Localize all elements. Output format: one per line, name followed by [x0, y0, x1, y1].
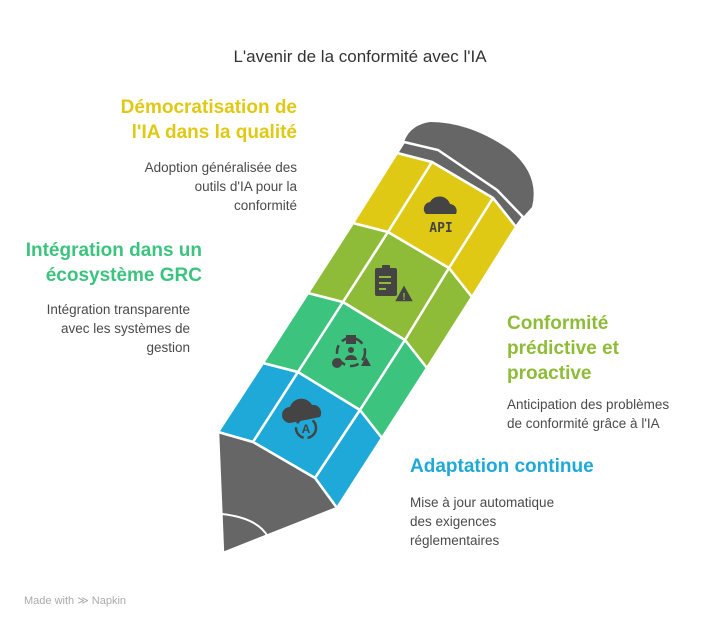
desc-line: Mise à jour automatique — [410, 495, 555, 510]
heading-line: Intégration dans un — [25, 240, 202, 261]
heading-conformite: Conformité prédictive et proactive — [507, 311, 619, 386]
ecosystem-icon — [332, 335, 371, 368]
heading-democratisation: Démocratisation de l'IA dans la qualité — [121, 95, 297, 145]
cloud-api-icon: API — [423, 196, 457, 236]
desc-adaptation: Mise à jour automatique des exigences ré… — [410, 493, 554, 550]
desc-line: avec les systèmes de — [60, 321, 190, 336]
svg-text:!: ! — [402, 292, 405, 303]
heading-line: prédictive et — [507, 338, 619, 359]
svg-text:API: API — [429, 221, 452, 236]
pencil-tip-arc — [221, 513, 269, 538]
pencil-segment — [447, 196, 518, 299]
heading-line: proactive — [507, 363, 592, 384]
desc-conformite: Anticipation des problèmes de conformité… — [507, 395, 669, 433]
desc-line: outils d'IA pour la — [194, 179, 297, 194]
desc-line: Adoption généralisée des — [144, 160, 297, 175]
page-title: L'avenir de la conformité avec l'IA — [233, 47, 487, 66]
heading-line: écosystème GRC — [45, 265, 202, 286]
desc-democratisation: Adoption généralisée des outils d'IA pou… — [145, 158, 297, 215]
clipboard-warning-icon: ! — [375, 265, 416, 303]
heading-line: Adaptation continue — [410, 456, 594, 477]
napkin-logo-icon: ≫ — [77, 595, 89, 607]
brand-label: Napkin — [91, 595, 127, 607]
heading-integration: Intégration dans un écosystème GRC — [26, 238, 202, 288]
desc-line: des exigences — [410, 514, 497, 529]
footer-credit: Made with ≫ Napkin — [24, 594, 126, 607]
desc-integration: Intégration transparente avec les systèm… — [47, 300, 190, 357]
desc-line: conformité — [233, 198, 297, 213]
heading-line: Conformité — [507, 313, 609, 334]
made-with-label: Made with — [24, 595, 75, 607]
heading-line: l'IA dans la qualité — [131, 122, 297, 143]
svg-text:A: A — [302, 422, 311, 436]
cloud-auto-update-icon: A — [282, 398, 322, 440]
desc-line: de conformité grâce à l'IA — [507, 416, 660, 431]
pencil-tip — [216, 430, 339, 555]
desc-line: Anticipation des problèmes — [507, 397, 670, 412]
desc-line: gestion — [146, 340, 190, 355]
desc-line: réglementaires — [410, 533, 500, 548]
desc-line: Intégration transparente — [46, 302, 190, 317]
heading-line: Démocratisation de — [120, 97, 297, 118]
heading-adaptation: Adaptation continue — [410, 454, 594, 479]
